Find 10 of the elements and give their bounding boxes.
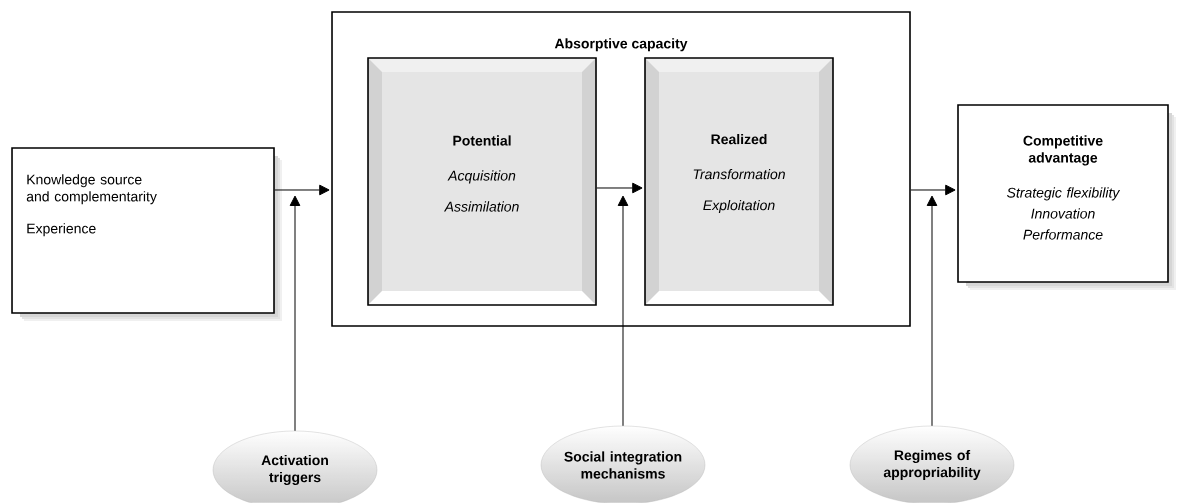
text-box: Knowledge source and complementarity Experience [11,147,282,321]
arrow [910,184,956,196]
arrow [274,184,330,196]
arrow [617,195,629,427]
bevelled-box: Potential Acquisition Assimilation [367,57,597,306]
arrow [289,195,301,432]
arrow [926,195,938,427]
arrow [596,182,643,194]
bevelled-box: Realized Transformation Exploitation [644,57,834,306]
text-box: Competitive advantage Strategic flexibility Innovation Performance [957,104,1176,290]
